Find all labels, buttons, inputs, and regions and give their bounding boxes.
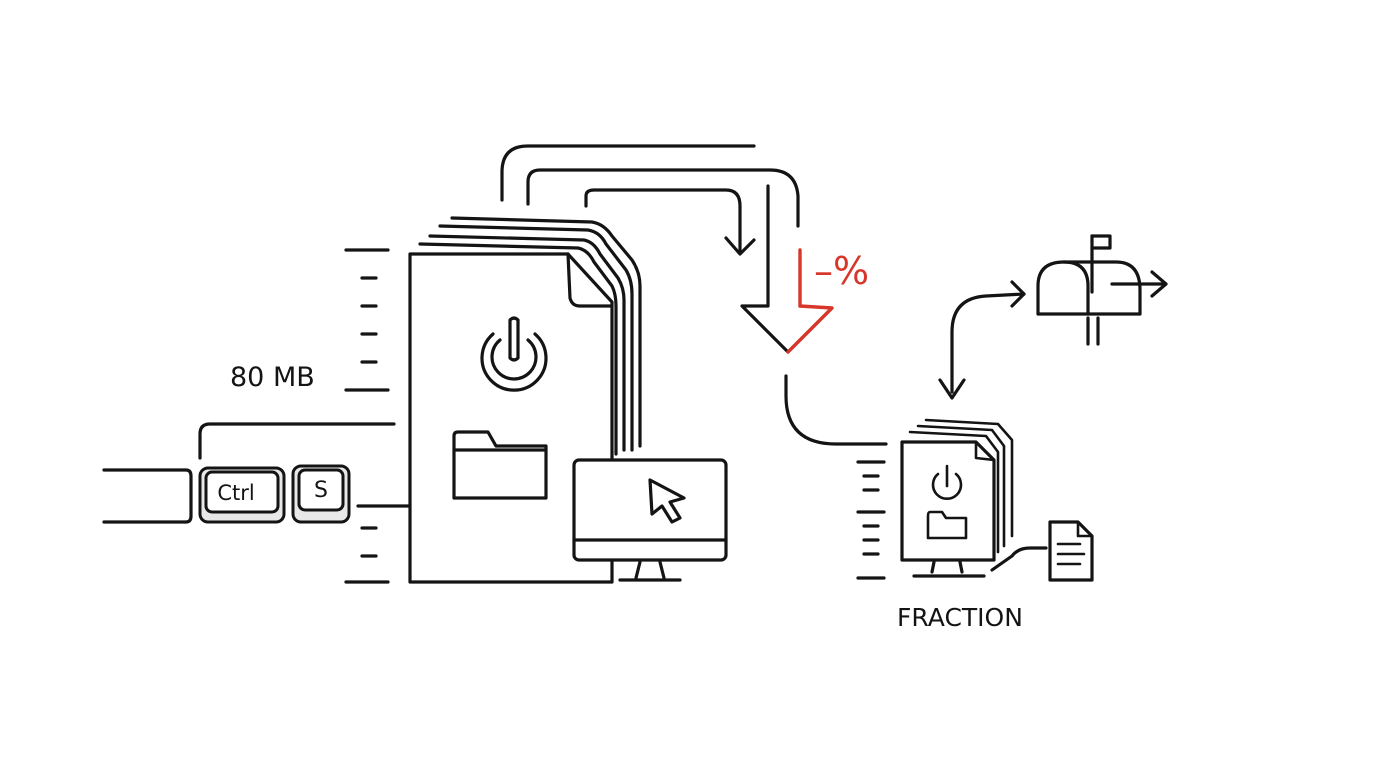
flow-arrows	[500, 144, 800, 256]
down-arrow-icon	[740, 184, 834, 354]
shortcut-connector	[198, 422, 396, 460]
small-monitor-base	[912, 560, 986, 578]
attachment-connector	[990, 546, 1048, 572]
power-icon	[480, 316, 548, 392]
large-document-stack	[408, 216, 642, 584]
down-arrow-head-small	[724, 236, 756, 256]
page-fold	[566, 252, 614, 308]
size-ruler-small	[856, 460, 886, 580]
s-key: S	[291, 464, 351, 524]
ctrl-key: Ctrl	[198, 466, 286, 524]
ctrl-key-label: Ctrl	[217, 481, 254, 505]
shortcut-bar	[102, 468, 193, 524]
large-document-page	[408, 252, 614, 584]
send-arrow	[938, 280, 1026, 400]
mailbox-icon	[1036, 234, 1168, 346]
compressed-connector	[784, 374, 888, 446]
small-document-stack	[900, 418, 1014, 562]
folder-icon	[452, 430, 548, 500]
result-label: FRACTION	[897, 603, 1023, 632]
size-ruler-large	[344, 248, 390, 584]
monitor-icon	[572, 458, 728, 582]
small-power-icon	[931, 464, 963, 501]
small-document-page	[900, 440, 996, 562]
small-folder-icon	[926, 510, 968, 540]
reduction-label: –%	[814, 249, 869, 293]
cursor-icon	[648, 478, 686, 524]
s-key-label: S	[314, 478, 328, 503]
file-size-label: 80 MB	[230, 362, 315, 393]
document-icon	[1048, 520, 1094, 582]
